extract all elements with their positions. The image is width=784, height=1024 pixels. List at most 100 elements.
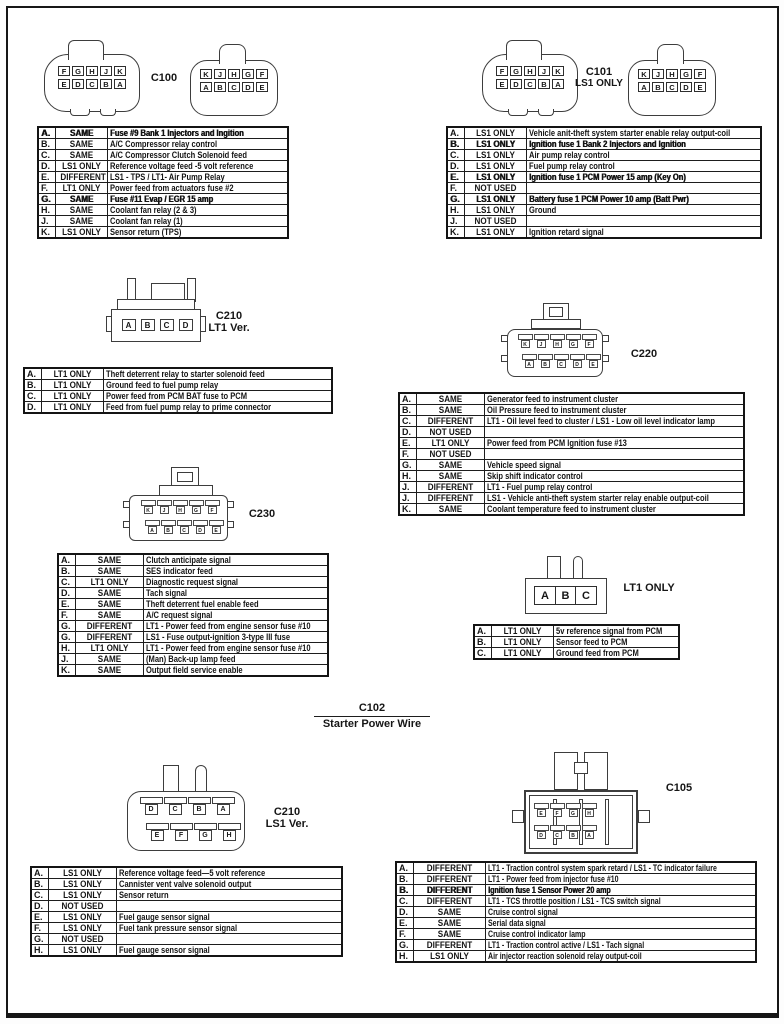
function-cell: Reference voltage feed—5 volt reference xyxy=(115,866,343,879)
pin-row: J.NOT USED xyxy=(446,215,762,227)
pin-H: H xyxy=(228,69,240,79)
fitment-cell: LS1 ONLY xyxy=(54,226,108,239)
connector-divider xyxy=(579,799,583,845)
function-cell: Ground feed from PCM xyxy=(552,647,680,660)
pin-C: C xyxy=(666,82,678,92)
pin-G: G xyxy=(188,500,204,514)
pin-id-cell: C. xyxy=(37,149,56,161)
pin-G: G xyxy=(510,66,522,76)
pin-C: C xyxy=(176,520,192,534)
pin-id-cell: C. xyxy=(30,889,49,901)
pin-J: J xyxy=(538,66,550,76)
fitment-cell: SAME xyxy=(74,553,144,566)
fitment-cell: LS1 ONLY xyxy=(47,889,117,901)
connector-foot xyxy=(508,109,528,116)
pin-C: C xyxy=(163,797,187,815)
connector-prong xyxy=(163,765,179,793)
pin-id-cell: A. xyxy=(473,624,492,637)
pin-id-cell: B. xyxy=(395,873,414,885)
pin-B: B xyxy=(100,79,112,89)
pin-D: D xyxy=(533,825,549,839)
function-cell: LT1 - Power feed from engine sensor fuse… xyxy=(142,642,329,654)
pin-id-cell: G. xyxy=(395,939,414,951)
pin-H: H xyxy=(549,334,565,348)
pin-id-cell: D. xyxy=(395,906,414,918)
pin-C: C xyxy=(228,82,240,92)
pin-id-cell: A. xyxy=(446,126,465,139)
pin-id-cell: D. xyxy=(30,900,49,912)
fitment-cell: LS1 ONLY xyxy=(463,138,527,150)
connector-bump xyxy=(602,335,609,342)
fitment-cell: SAME xyxy=(415,404,485,416)
pin-id-cell: A. xyxy=(398,392,417,405)
fitment-cell: NOT USED xyxy=(47,933,117,945)
connector-tab-inner xyxy=(177,472,193,482)
fitment-cell: LS1 ONLY xyxy=(463,149,527,161)
fitment-cell: SAME xyxy=(415,392,485,405)
connector-tab-inner xyxy=(549,307,563,317)
function-cell xyxy=(525,215,762,227)
pin-K: K xyxy=(114,66,126,76)
fitment-cell: DIFFERENT xyxy=(54,171,108,183)
connector-bump xyxy=(602,355,609,362)
pin-id-cell: F. xyxy=(446,182,465,194)
pin-id-cell: A. xyxy=(57,553,76,566)
connector-tab xyxy=(657,44,684,64)
pin-id-cell: G. xyxy=(446,193,465,205)
fitment-cell: LS1 ONLY xyxy=(47,944,117,957)
pin-id-cell: F. xyxy=(398,448,417,460)
pin-J: J xyxy=(652,69,664,79)
function-cell: A/C Compressor relay control xyxy=(106,138,289,150)
pin-row: D.NOT USED xyxy=(30,900,343,912)
connector-bridge xyxy=(574,762,588,774)
c220-label: C220 xyxy=(630,348,658,360)
function-cell: Skip shift indicator control xyxy=(483,470,745,482)
function-cell: LT1 - Oil level feed to cluster / LS1 - … xyxy=(483,415,745,427)
pin-K: K xyxy=(552,66,564,76)
function-cell: Cruise control indicator lamp xyxy=(484,928,757,940)
pin-id-cell: F. xyxy=(37,182,56,194)
function-cell: Fuse #11 Evap / EGR 15 amp xyxy=(106,193,289,205)
pin-H: H xyxy=(581,803,597,817)
pin-id-cell: E. xyxy=(446,171,465,183)
function-cell: Diagnostic request signal xyxy=(142,576,329,588)
pin-B: B xyxy=(187,797,211,815)
function-cell: LT1 - Fuel pump relay control xyxy=(483,481,745,493)
function-cell: Power feed from PCM BAT fuse to PCM xyxy=(102,390,333,402)
fitment-cell: SAME xyxy=(412,906,486,918)
connector-wing xyxy=(106,316,112,332)
pin-B: B xyxy=(554,586,577,605)
function-cell: Coolant fan relay (1) xyxy=(106,215,289,227)
fitment-cell: DIFFERENT xyxy=(412,939,486,951)
pin-D: D xyxy=(242,82,254,92)
pin-A: A xyxy=(552,79,564,89)
pin-G: G xyxy=(193,823,217,841)
pin-id-cell: E. xyxy=(57,598,76,610)
pin-id-cell: D. xyxy=(57,587,76,599)
pin-C: C xyxy=(575,586,597,605)
fitment-cell: LS1 ONLY xyxy=(463,171,527,183)
pin-B: B xyxy=(652,82,664,92)
fitment-cell: LS1 ONLY xyxy=(463,204,527,216)
fitment-cell: LS1 ONLY xyxy=(47,911,117,923)
pin-H: H xyxy=(172,500,188,514)
pin-E: E xyxy=(496,79,508,89)
pin-id-cell: H. xyxy=(57,642,76,654)
